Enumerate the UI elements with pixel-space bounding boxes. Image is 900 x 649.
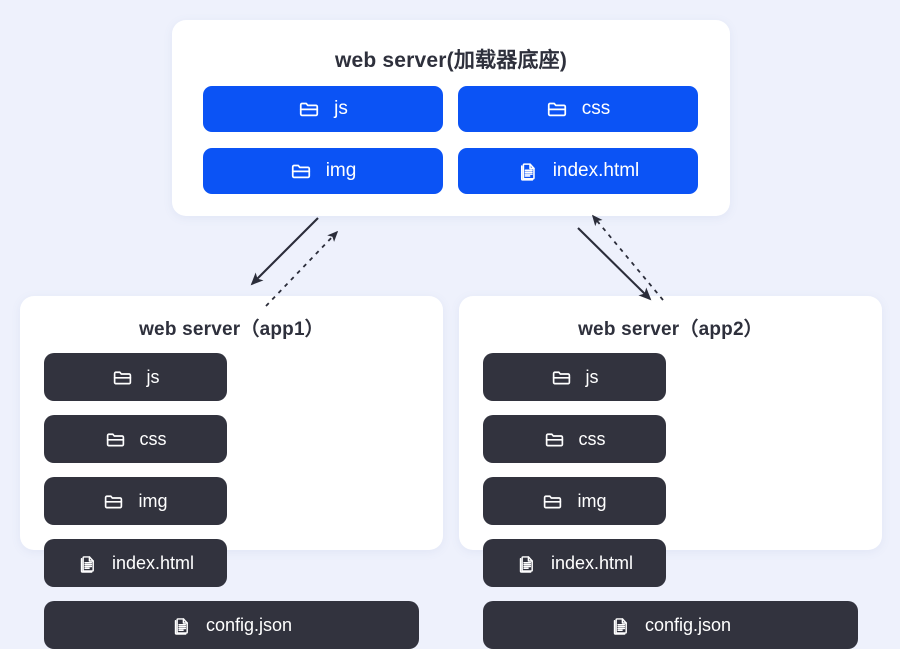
chip-app2-js[interactable]: js: [483, 353, 666, 401]
card-title-top: web server(加载器底座): [334, 49, 568, 72]
chip-app2-img[interactable]: img: [483, 477, 666, 525]
top-to-app1-solid: [250, 217, 319, 286]
folder-icon: [551, 367, 572, 388]
chip-label: js: [334, 98, 348, 119]
chip-app2-config-json[interactable]: config.json: [483, 601, 858, 649]
chip-label: img: [577, 490, 607, 511]
card-web-server-app2: web server（app2） js css: [459, 296, 882, 649]
chip-top-css[interactable]: css: [458, 86, 698, 132]
folder-icon: [544, 429, 565, 450]
card-title-app1: web server（app1）: [139, 319, 324, 340]
file-icon: [77, 553, 98, 574]
card-title-app2: web server（app2）: [578, 319, 763, 340]
chip-grid-app2: js css img: [459, 341, 882, 649]
chip-app1-index-html[interactable]: index.html: [44, 539, 227, 587]
chip-label: js: [585, 366, 599, 387]
app2-to-top-dashed: [591, 214, 664, 301]
top-to-app2-solid: [577, 227, 652, 301]
chip-grid-top: js css img: [172, 74, 730, 194]
chip-label: css: [578, 428, 606, 449]
chip-label: config.json: [205, 614, 293, 635]
folder-icon: [542, 491, 563, 512]
chip-label: css: [581, 98, 611, 119]
diagram-canvas: web server(加载器底座) js css: [20, 20, 882, 649]
chip-label: index.html: [552, 160, 640, 181]
chip-top-index-html[interactable]: index.html: [458, 148, 698, 194]
chip-label: js: [146, 366, 160, 387]
chip-label: index.html: [111, 552, 195, 573]
chip-label: img: [138, 490, 168, 511]
card-web-server-app1: web server（app1） js css: [20, 296, 443, 649]
folder-icon: [112, 367, 133, 388]
chip-app1-config-json[interactable]: config.json: [44, 601, 419, 649]
folder-icon: [290, 160, 312, 182]
file-icon: [516, 553, 537, 574]
card-web-server-loader: web server(加载器底座) js css: [172, 20, 730, 216]
app1-to-top-dashed: [265, 230, 339, 307]
folder-icon: [105, 429, 126, 450]
chip-app1-css[interactable]: css: [44, 415, 227, 463]
folder-icon: [298, 98, 320, 120]
file-icon: [610, 615, 631, 636]
file-icon: [517, 160, 539, 182]
file-icon: [171, 615, 192, 636]
chip-app1-img[interactable]: img: [44, 477, 227, 525]
chip-app2-index-html[interactable]: index.html: [483, 539, 666, 587]
chip-grid-app1: js css img: [20, 341, 443, 649]
folder-icon: [103, 491, 124, 512]
chip-label: css: [139, 428, 167, 449]
chip-top-js[interactable]: js: [203, 86, 443, 132]
chip-app2-css[interactable]: css: [483, 415, 666, 463]
chip-label: index.html: [550, 552, 634, 573]
chip-app1-js[interactable]: js: [44, 353, 227, 401]
folder-icon: [546, 98, 568, 120]
chip-label: img: [325, 160, 357, 181]
chip-label: config.json: [644, 614, 732, 635]
chip-top-img[interactable]: img: [203, 148, 443, 194]
